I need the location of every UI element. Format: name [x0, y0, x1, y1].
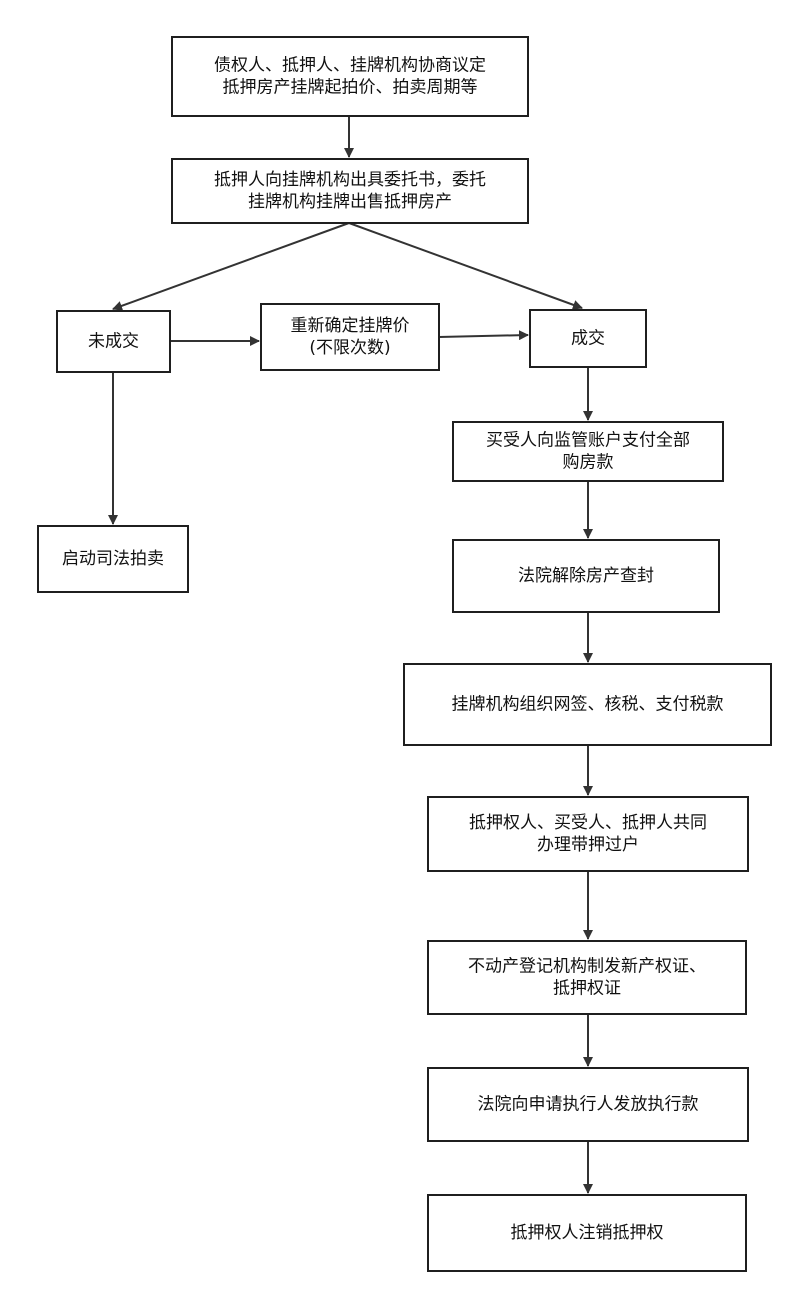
flow-node-n4: 重新确定挂牌价(不限次数) [260, 303, 440, 371]
flow-node-n5: 成交 [529, 309, 647, 368]
arrow-n4-to-n5 [438, 330, 529, 341]
node-box [427, 796, 749, 872]
node-box [171, 158, 529, 224]
node-label: 买受人向监管账户支付全部 [486, 431, 690, 451]
node-label: 重新确定挂牌价 [291, 316, 410, 336]
node-label: 抵押人向挂牌机构出具委托书，委托 [214, 170, 486, 190]
node-box [529, 309, 647, 368]
node-box [452, 421, 724, 482]
node-label: 挂牌机构挂牌出售抵押房产 [248, 192, 452, 212]
node-label: 法院解除房产查封 [518, 566, 654, 586]
node-label: 抵押房产挂牌起拍价、拍卖周期等 [223, 78, 478, 98]
node-box [452, 539, 720, 613]
node-label: 法院向申请执行人发放执行款 [478, 1095, 699, 1115]
flow-node-n3: 未成交 [56, 310, 171, 373]
node-label: 购房款 [563, 453, 614, 473]
node-box [56, 310, 171, 373]
arrow-n2-to-n5 [348, 222, 583, 310]
nodes: 债权人、抵押人、挂牌机构协商议定抵押房产挂牌起拍价、拍卖周期等抵押人向挂牌机构出… [37, 36, 772, 1272]
node-label: 抵押权证 [553, 979, 621, 999]
node-box [427, 1067, 749, 1142]
node-label: 成交 [571, 329, 605, 349]
node-box [403, 663, 772, 746]
flow-node-n12: 法院向申请执行人发放执行款 [427, 1067, 749, 1142]
edges [108, 116, 593, 1194]
flow-node-n8: 法院解除房产查封 [452, 539, 720, 613]
node-label: (不限次数) [309, 338, 390, 358]
node-label: 办理带押过户 [537, 835, 639, 855]
node-label: 启动司法拍卖 [62, 549, 164, 569]
node-label: 未成交 [88, 332, 139, 352]
node-box [37, 525, 189, 593]
flow-node-n9: 挂牌机构组织网签、核税、支付税款 [403, 663, 772, 746]
node-box [171, 36, 529, 117]
node-label: 债权人、抵押人、挂牌机构协商议定 [214, 56, 486, 76]
node-box [260, 303, 440, 371]
node-label: 抵押权人注销抵押权 [511, 1223, 664, 1243]
node-label: 不动产登记机构制发新产权证、 [468, 957, 706, 977]
node-label: 抵押权人、买受人、抵押人共同 [469, 813, 707, 833]
flow-node-n13: 抵押权人注销抵押权 [427, 1194, 747, 1272]
node-label: 挂牌机构组织网签、核税、支付税款 [452, 695, 724, 715]
node-box [427, 940, 747, 1015]
arrow-n2-to-n3 [112, 222, 350, 311]
node-box [427, 1194, 747, 1272]
flow-node-n11: 不动产登记机构制发新产权证、抵押权证 [427, 940, 747, 1015]
flow-node-n6: 启动司法拍卖 [37, 525, 189, 593]
